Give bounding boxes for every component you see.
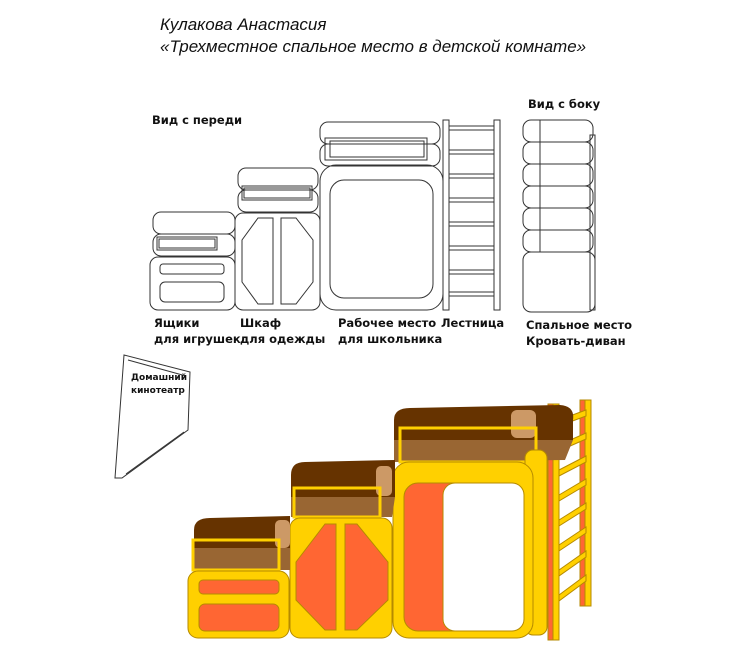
label-cinema-1: Домашний bbox=[131, 373, 188, 383]
label-wardrobe-2: для одежды bbox=[240, 332, 326, 346]
label-cinema-2: кинотеатр bbox=[131, 386, 185, 396]
label-toy-box-1: Ящики bbox=[154, 316, 200, 330]
front-view-drawing bbox=[149, 119, 501, 311]
label-bed-2: Кровать-диван bbox=[526, 334, 626, 348]
label-toy-box-2: для игрушек bbox=[154, 332, 241, 346]
home-cinema-drawing bbox=[114, 354, 191, 479]
label-bed-1: Спальное место bbox=[526, 318, 633, 332]
label-wardrobe-1: Шкаф bbox=[240, 316, 282, 330]
side-view-drawing bbox=[522, 119, 596, 313]
side-view-label: Вид с боку bbox=[528, 97, 601, 111]
label-desk-2: для школьника bbox=[338, 332, 443, 346]
project-title: «Трехместное спальное место в детской ко… bbox=[160, 37, 587, 56]
color-rendering bbox=[187, 399, 592, 641]
label-desk-1: Рабочее место bbox=[338, 316, 437, 330]
front-view-label: Вид с переди bbox=[152, 113, 243, 127]
label-ladder: Лестница bbox=[441, 316, 505, 330]
author-name: Кулакова Анастасия bbox=[160, 15, 327, 34]
